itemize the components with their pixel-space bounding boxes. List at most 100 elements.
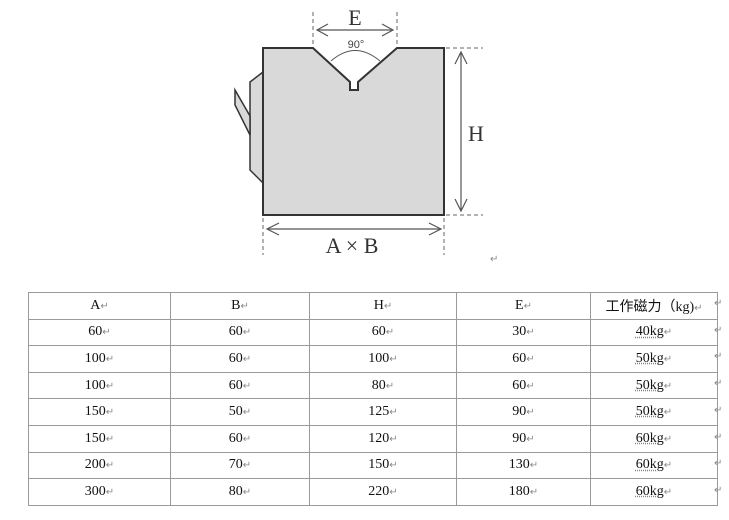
cell-text: 220 [368,483,390,499]
table-row: 100↵60↵100↵60↵50kg↵ [28,345,718,373]
cell-text: 70 [228,457,243,473]
table-cell: 60↵ [170,318,310,347]
table-cell: 60kg↵ [590,478,718,506]
table-cell: 50↵ [170,398,310,426]
return-mark: ↵ [663,407,673,419]
cell-text: 60 [228,430,243,446]
cell-text: 40kg [635,324,664,340]
return-mark: ↵ [385,327,395,339]
cell-text: 30 [512,324,527,340]
return-mark: ↵ [242,380,252,392]
cell-text: 60 [228,350,243,366]
dimension-guides [262,12,483,255]
return-mark: ↵ [523,300,532,312]
table-cell: 150↵ [309,451,457,480]
cell-text: 90 [512,404,527,420]
cell-text: 60kg [635,457,664,473]
table-cell: 90↵ [456,398,591,426]
row-end-mark: ↵ [714,484,723,496]
table-cell: 60kg↵ [590,451,718,480]
cell-text: 180 [508,483,530,499]
cell-text: 80 [371,377,386,393]
table-cell: 200↵ [28,451,171,480]
table-cell: 50kg↵ [590,371,718,400]
table-cell: 60↵ [170,371,310,400]
cell-text: B [231,297,241,313]
spec-table: A↵B↵H↵E↵工作磁力（kg)↵60↵60↵60↵30↵40kg↵100↵60… [28,292,718,506]
table-cell: 工作磁力（kg)↵ [590,292,718,320]
return-mark: ↵ [105,486,115,498]
table-cell: 50kg↵ [590,345,718,373]
return-mark: ↵ [529,460,539,472]
table-cell: 70↵ [170,451,310,480]
return-mark: ↵ [242,433,252,445]
table-cell: H↵ [309,292,457,320]
return-mark: ↵ [240,300,249,312]
cell-text: 工作磁力（kg) [605,299,695,315]
cell-text: 60 [228,324,243,340]
side-plate [249,70,264,185]
label-angle: 90° [348,39,365,51]
table-cell: 60↵ [456,371,591,400]
cell-text: 90 [512,430,527,446]
table-cell: 100↵ [309,345,457,373]
cell-text: 50kg [635,404,664,420]
row-end-mark: ↵ [714,351,723,363]
cell-text: 50kg [635,350,664,366]
cell-text: 60 [88,324,103,340]
table-row: 150↵60↵120↵90↵60kg↵ [28,424,718,453]
cell-text: 60kg [635,483,664,499]
return-mark: ↵ [526,407,535,419]
cell-text: 150 [84,404,106,420]
return-mark: ↵ [529,486,539,498]
table-cell: 150↵ [28,424,171,453]
table-cell: 40kg↵ [590,318,718,347]
cell-text: 60 [228,377,243,393]
table-cell: 180↵ [456,478,591,506]
table-cell: 60↵ [456,345,591,373]
table-cell: 300↵ [28,478,171,506]
return-mark: ↵ [663,353,673,365]
cell-text: 50kg [635,377,664,393]
cell-text: 60 [512,350,527,366]
return-mark: ↵ [663,433,673,445]
return-mark: ↵ [526,380,535,392]
table-row: 100↵60↵80↵60↵50kg↵ [28,371,718,400]
table-header-row: A↵B↵H↵E↵工作磁力（kg)↵ [28,292,718,320]
return-mark: ↵ [100,300,109,312]
angle-arc [330,50,381,62]
cell-text: 50 [228,404,243,420]
return-mark: ↵ [490,254,498,265]
side-tab [234,87,251,136]
return-mark: ↵ [102,327,111,339]
table-row: 200↵70↵150↵130↵60kg↵ [28,451,718,480]
return-mark: ↵ [389,486,398,498]
table-row: 60↵60↵60↵30↵40kg↵ [28,318,718,347]
cell-text: 130 [508,457,530,473]
cell-text: 150 [84,430,106,446]
table-cell: 125↵ [309,398,457,426]
return-mark: ↵ [385,380,395,392]
table-cell: 100↵ [28,345,171,373]
return-mark: ↵ [389,460,398,472]
return-mark: ↵ [242,407,252,419]
cell-text: H [373,297,384,313]
cell-text: 60kg [635,430,664,446]
table-cell: 60↵ [170,424,310,453]
return-mark: ↵ [389,353,398,365]
return-mark: ↵ [526,353,535,365]
cell-text: 150 [368,457,390,473]
cell-text: A [90,297,101,313]
table-cell: 60↵ [170,345,310,373]
table-cell: 100↵ [28,371,171,400]
return-mark: ↵ [663,380,673,392]
table-cell: 50kg↵ [590,398,718,426]
cell-text: 100 [84,350,106,366]
return-mark: ↵ [105,380,115,392]
table-row: 300↵80↵220↵180↵60kg↵ [28,478,718,506]
return-mark: ↵ [389,433,398,445]
table-cell: 80↵ [309,371,457,400]
table-cell: 60↵ [309,318,457,347]
table-cell: 90↵ [456,424,591,453]
table-cell: 80↵ [170,478,310,506]
